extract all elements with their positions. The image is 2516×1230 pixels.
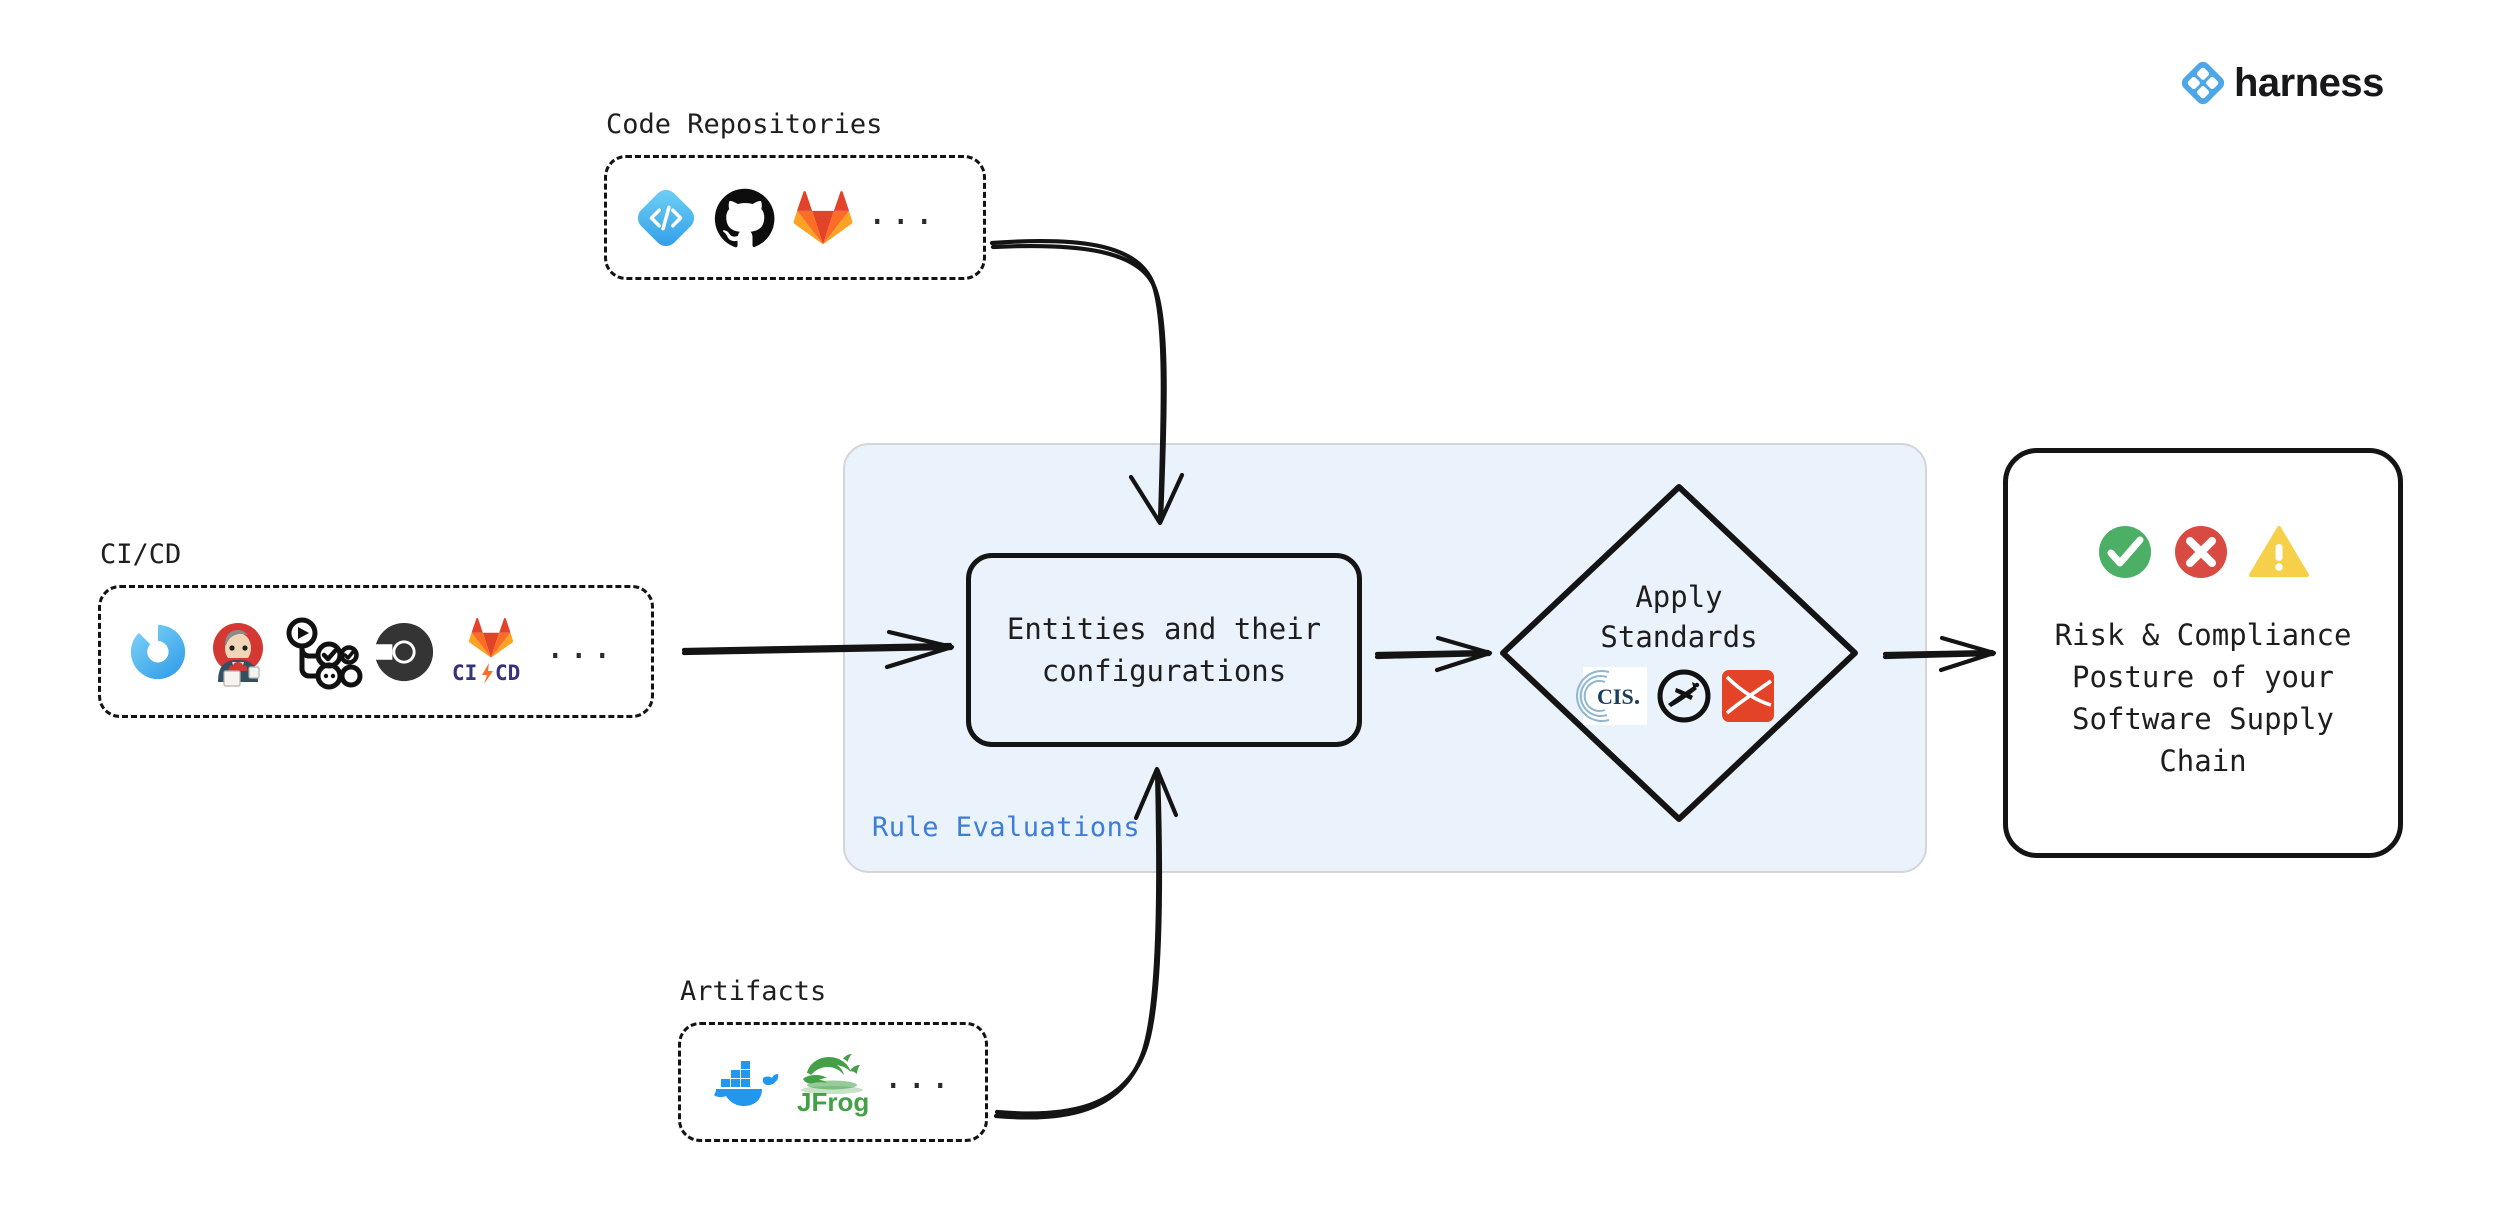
harness-code-icon — [635, 187, 697, 249]
owasp-icon — [1721, 669, 1775, 723]
error-circle-icon — [2173, 524, 2229, 580]
group-box-ci-cd: CI CD ... — [98, 585, 654, 718]
group-label-code-repositories: Code Repositories — [606, 109, 883, 140]
apply-standards-line-2: Standards — [1600, 620, 1758, 655]
rule-evaluations-label: Rule Evaluations — [872, 812, 1141, 843]
group-label-ci-cd: CI/CD — [100, 539, 182, 570]
jenkins-icon — [205, 618, 271, 687]
icon-row-code-repositories: ... — [635, 187, 937, 249]
entities-line-2: configurations — [1041, 654, 1287, 688]
diamond-shape — [1500, 484, 1858, 822]
entities-line-1: Entities and their — [1006, 611, 1322, 646]
group-label-artifacts: Artifacts — [680, 976, 827, 1007]
harness-wordmark: harness — [2234, 61, 2384, 105]
group-artifacts: Artifacts — [678, 976, 988, 1142]
cis-icon: CIS — [1576, 667, 1647, 726]
apply-standards-node: Apply Standards CIS — [1497, 481, 1861, 825]
openssf-icon — [1656, 668, 1712, 724]
harness-logo: harness — [2181, 61, 2384, 105]
icon-row-artifacts: JFrog ... — [711, 1049, 954, 1117]
github-actions-icon — [283, 617, 363, 689]
apply-standards-line-1: Apply — [1635, 580, 1723, 614]
result-text: Risk & Compliance Posture of your Softwa… — [2055, 614, 2352, 782]
gitlab-icon — [793, 190, 853, 246]
svg-text:CI: CI — [452, 661, 477, 685]
svg-text:CIS: CIS — [1597, 684, 1634, 709]
entities-box-text: Entities and their configurations — [1007, 608, 1321, 692]
github-icon — [714, 188, 775, 248]
circleci-icon — [371, 621, 435, 683]
cicd-more-indicator: ... — [545, 626, 616, 667]
harness-diamond-icon — [2181, 61, 2225, 105]
svg-text:JFrog: JFrog — [797, 1087, 869, 1117]
group-box-artifacts: JFrog ... — [678, 1022, 988, 1142]
code-repos-more-indicator: ... — [867, 192, 938, 233]
apply-standards-title: Apply Standards — [1497, 577, 1861, 657]
result-line-3: Software Supply — [2072, 702, 2334, 736]
docker-icon — [711, 1053, 783, 1111]
icon-row-ci-cd: CI CD ... — [127, 617, 616, 689]
gitlab-cicd-icon: CI CD — [451, 617, 531, 686]
result-line-4: Chain — [2159, 744, 2247, 779]
group-code-repositories: Code Repositories — [604, 109, 986, 280]
artifacts-more-indicator: ... — [883, 1057, 954, 1097]
warning-triangle-icon — [2249, 525, 2309, 579]
harness-ci-icon — [127, 621, 189, 683]
entities-and-configurations-box: Entities and their configurations — [966, 553, 1362, 747]
check-circle-icon — [2097, 524, 2153, 580]
jfrog-icon: JFrog — [795, 1049, 869, 1117]
group-box-code-repositories: ... — [604, 155, 986, 280]
svg-text:CD: CD — [495, 661, 520, 685]
standards-icon-row: CIS — [1497, 667, 1861, 726]
risk-compliance-result-box: Risk & Compliance Posture of your Softwa… — [2003, 448, 2403, 858]
result-line-2: Posture of your — [2072, 659, 2334, 694]
result-line-1: Risk & Compliance — [2054, 617, 2352, 652]
result-status-icon-row — [2097, 524, 2309, 580]
apply-standards-content: Apply Standards CIS — [1497, 577, 1861, 726]
group-ci-cd: CI/CD — [98, 539, 654, 718]
